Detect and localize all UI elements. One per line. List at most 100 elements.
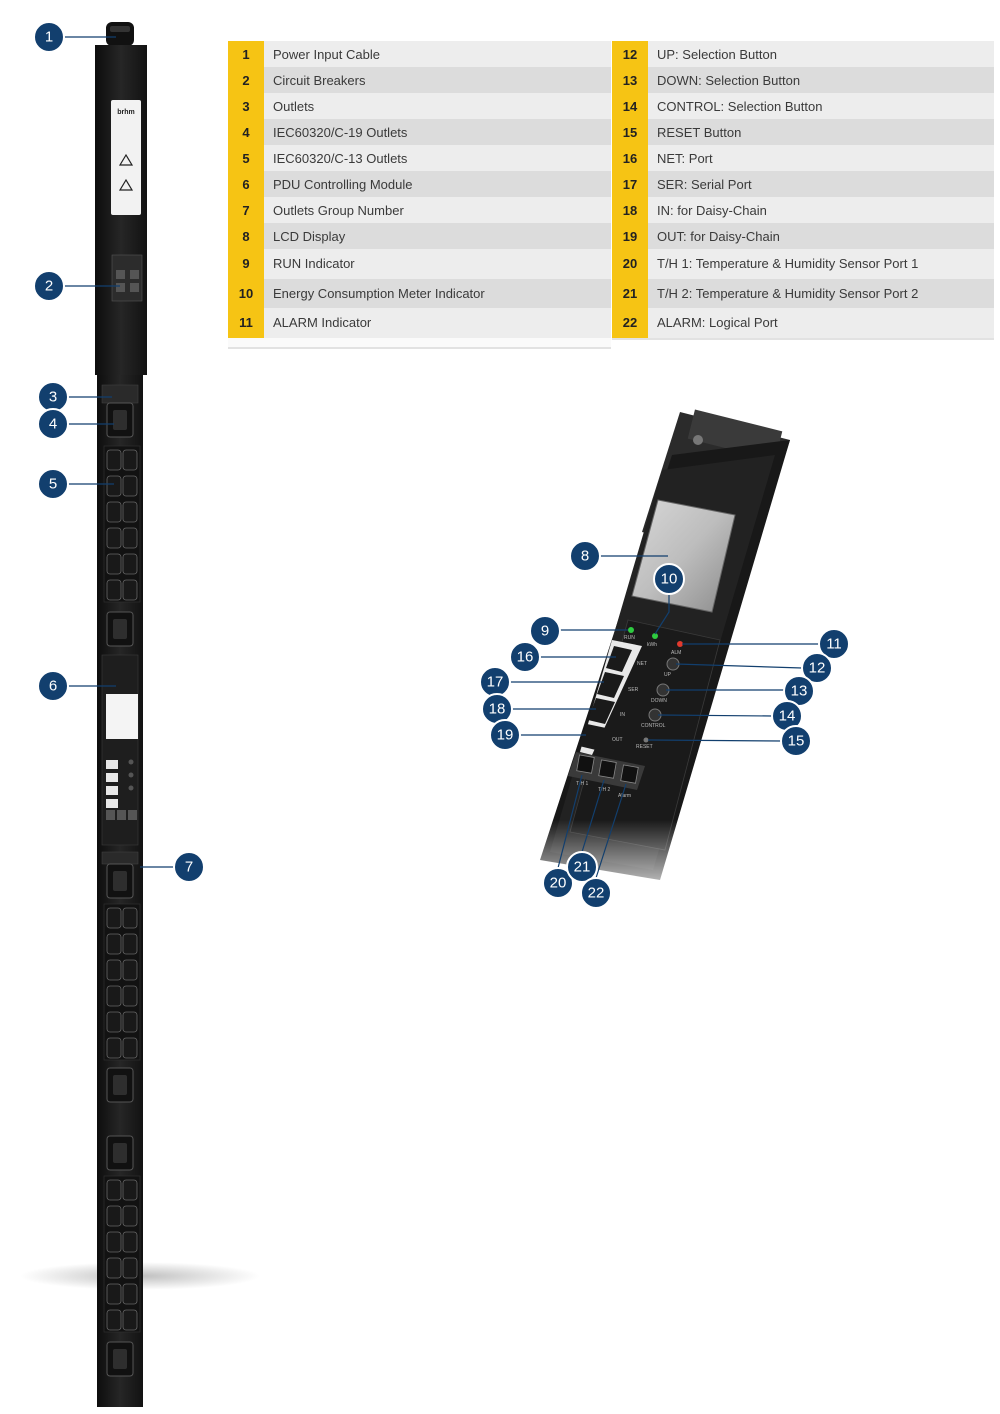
callout-21: 21 bbox=[566, 851, 598, 883]
callout-5: 5 bbox=[37, 468, 69, 500]
legend-number: 11 bbox=[228, 308, 264, 338]
legend-number: 21 bbox=[612, 278, 648, 308]
legend-number: 20 bbox=[612, 249, 648, 279]
legend-number: 15 bbox=[612, 119, 648, 145]
callout-12: 12 bbox=[801, 652, 833, 684]
legend-label: RUN Indicator bbox=[264, 249, 611, 279]
svg-text:UP: UP bbox=[664, 672, 672, 678]
callout-14: 14 bbox=[771, 700, 803, 732]
legend-label: CONTROL: Selection Button bbox=[648, 93, 994, 119]
callout-2: 2 bbox=[33, 270, 65, 302]
callout-15: 15 bbox=[780, 725, 812, 757]
legend-number: 9 bbox=[228, 249, 264, 279]
callout-4: 4 bbox=[37, 408, 69, 440]
svg-text:DOWN: DOWN bbox=[651, 698, 667, 704]
legend-label: IN: for Daisy-Chain bbox=[648, 197, 994, 223]
legend-number: 12 bbox=[612, 41, 648, 67]
legend-number: 7 bbox=[228, 197, 264, 223]
legend-number: 16 bbox=[612, 145, 648, 171]
legend-label: Outlets bbox=[264, 93, 611, 119]
leader-lines bbox=[64, 36, 820, 879]
svg-text:RESET: RESET bbox=[636, 744, 653, 750]
svg-text:14: 14 bbox=[779, 708, 796, 725]
sensor-ports bbox=[568, 752, 645, 790]
warning-icon bbox=[118, 153, 134, 166]
callout-16: 16 bbox=[509, 641, 541, 673]
svg-text:15: 15 bbox=[788, 733, 805, 750]
legend-label: IEC60320/C-19 Outlets bbox=[264, 119, 611, 145]
svg-text:SER: SER bbox=[628, 687, 639, 693]
svg-text:6: 6 bbox=[49, 678, 57, 695]
legend-number: 13 bbox=[612, 67, 648, 93]
callout-19: 19 bbox=[489, 719, 521, 751]
svg-text:T/H 1: T/H 1 bbox=[576, 781, 588, 787]
svg-text:16: 16 bbox=[517, 649, 534, 666]
svg-text:1: 1 bbox=[45, 29, 53, 46]
legend-number: 14 bbox=[612, 93, 648, 119]
panel-labels: RUN kWh ALM UP DOWN CONTROL RESET NET SE… bbox=[576, 635, 681, 799]
callout-9: 9 bbox=[529, 615, 561, 647]
svg-text:3: 3 bbox=[49, 389, 57, 406]
module-closeup: RUN kWh ALM UP DOWN CONTROL RESET NET SE… bbox=[520, 409, 810, 910]
svg-text:T/H 2: T/H 2 bbox=[598, 787, 610, 793]
out-port bbox=[579, 724, 606, 750]
legend-label: NET: Port bbox=[648, 145, 994, 171]
rj45-stack bbox=[579, 640, 642, 755]
legend-number: 5 bbox=[228, 145, 264, 171]
svg-text:NET: NET bbox=[637, 661, 647, 667]
svg-text:7: 7 bbox=[185, 859, 193, 876]
callout-20: 20 bbox=[542, 867, 574, 899]
callout-8: 8 bbox=[569, 540, 601, 572]
legend-number: 2 bbox=[228, 67, 264, 93]
legend-number: 8 bbox=[228, 223, 264, 249]
in-port bbox=[588, 698, 615, 724]
alarm-port bbox=[620, 764, 639, 784]
legend-label: T/H 1: Temperature & Humidity Sensor Por… bbox=[648, 249, 994, 279]
legend-label: ALARM: Logical Port bbox=[648, 308, 994, 338]
legend-label: IEC60320/C-13 Outlets bbox=[264, 145, 611, 171]
legend-label: SER: Serial Port bbox=[648, 171, 994, 197]
c13-outlet-bank bbox=[103, 903, 141, 1061]
callout-3: 3 bbox=[37, 381, 69, 413]
th1-port bbox=[576, 754, 595, 774]
power-input-cable bbox=[106, 22, 134, 46]
legend-label: DOWN: Selection Button bbox=[648, 67, 994, 93]
run-led bbox=[628, 627, 634, 633]
svg-text:8: 8 bbox=[581, 548, 589, 565]
legend-label: Circuit Breakers bbox=[264, 67, 611, 93]
callout-11: 11 bbox=[818, 628, 850, 660]
svg-text:20: 20 bbox=[550, 875, 567, 892]
legend-label: RESET Button bbox=[648, 119, 994, 145]
legend-label: UP: Selection Button bbox=[648, 41, 994, 67]
callout-6: 6 bbox=[37, 670, 69, 702]
callouts: 1 2 3 4 5 6 7 8 9 10 11 12 13 14 15 16 1… bbox=[33, 21, 850, 909]
svg-text:10: 10 bbox=[661, 571, 678, 588]
svg-text:RUN: RUN bbox=[624, 635, 635, 641]
legend-footer bbox=[228, 337, 611, 347]
warning-icon bbox=[118, 178, 134, 191]
callout-7: 7 bbox=[173, 851, 205, 883]
pdu-strip: brhm bbox=[95, 22, 147, 1407]
callout-17: 17 bbox=[479, 666, 511, 698]
svg-text:2: 2 bbox=[45, 278, 53, 295]
svg-text:22: 22 bbox=[588, 885, 605, 902]
legend-label: Energy Consumption Meter Indicator bbox=[264, 278, 611, 308]
